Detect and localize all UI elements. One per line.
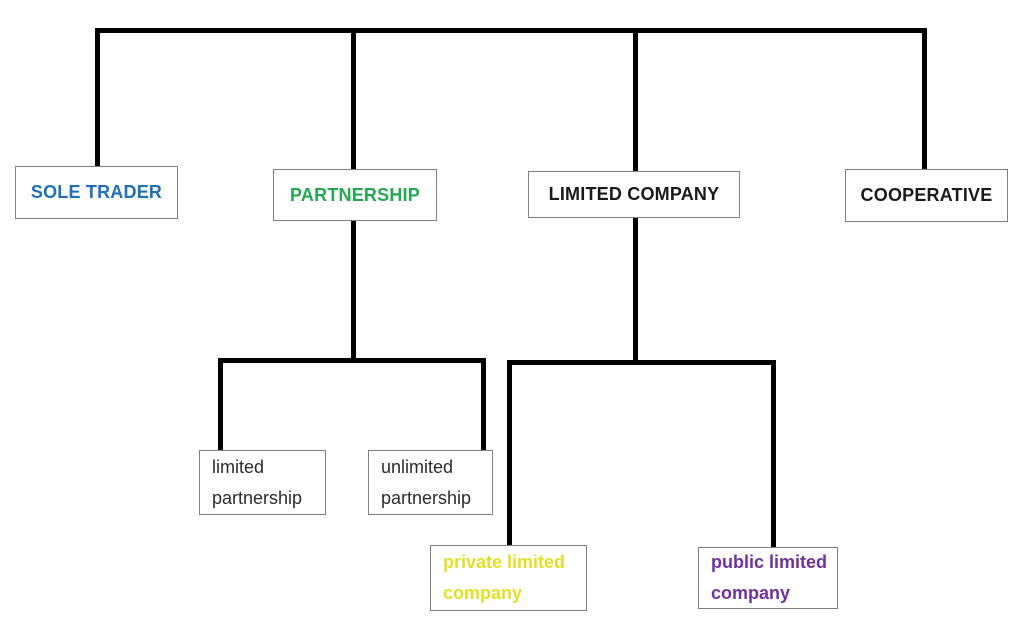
node-unlimited-partnership: unlimited partnership (368, 450, 493, 515)
connector-partnership-children-rail (218, 358, 486, 363)
connector-partnership-stem (351, 221, 356, 361)
connector-top-rail (95, 28, 927, 33)
connector-limited-company-children-rail (507, 360, 776, 365)
connector-to-limited-partnership (218, 358, 223, 450)
connector-to-unlimited-partnership (481, 358, 486, 450)
connector-rail-to-partnership (351, 28, 356, 169)
connector-rail-to-sole-trader (95, 28, 100, 166)
connector-limited-company-stem (633, 217, 638, 363)
node-sole-trader: SOLE TRADER (15, 166, 178, 219)
connector-rail-to-limited-company (633, 28, 638, 171)
connector-to-private-limited-company (507, 360, 512, 545)
node-limited-company: LIMITED COMPANY (528, 171, 740, 218)
node-partnership: PARTNERSHIP (273, 169, 437, 221)
node-limited-partnership: limited partnership (199, 450, 326, 515)
node-private-limited-company: private limited company (430, 545, 587, 611)
node-cooperative: COOPERATIVE (845, 169, 1008, 222)
connector-to-public-limited-company (771, 360, 776, 547)
node-public-limited-company: public limited company (698, 547, 838, 609)
connector-rail-to-cooperative (922, 28, 927, 169)
